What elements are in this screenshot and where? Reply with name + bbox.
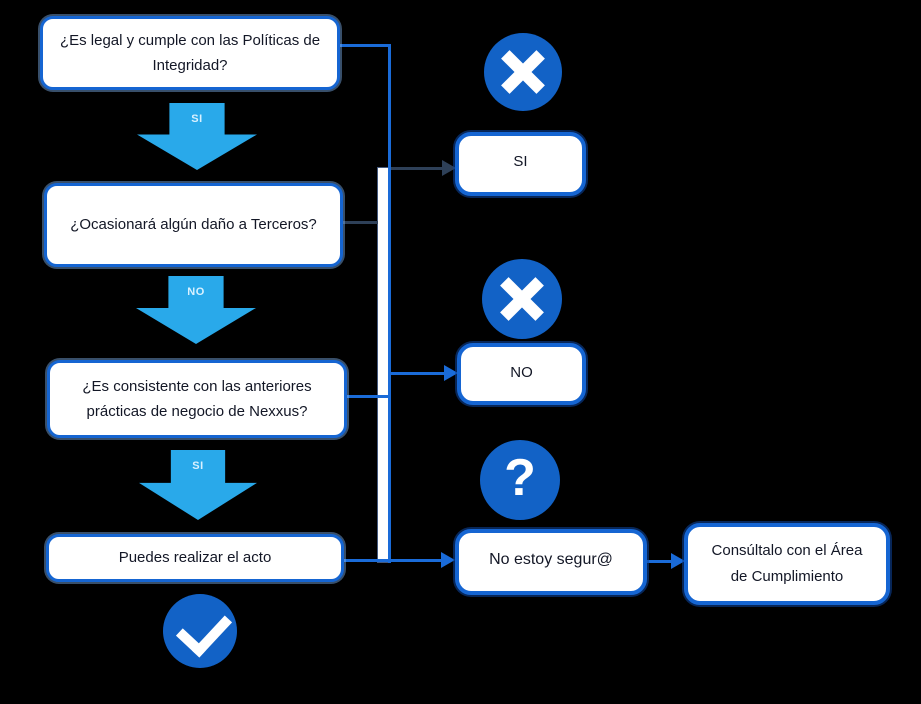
check-icon [175,600,233,658]
question-box-consistent: ¿Es consistente con las anteriores práct… [47,360,347,438]
action-box-consult-label: Consúltalo con el Área de Cumplimiento [711,541,863,585]
down-arrow-no: NO [136,276,256,344]
connector-bus-to-no [391,372,445,375]
result-box: Puedes realizar el acto [46,534,344,582]
down-arrow-si-2: SI [139,450,257,520]
connector-bus-to-si [391,167,443,170]
down-arrow-si-1-label: SI [191,113,203,125]
connector-q1-to-bus [340,44,390,47]
connector-unsure-to-action [647,560,673,563]
arrowhead-no [444,365,458,381]
connector-q3-to-bus [347,395,391,398]
down-arrow-si-1: SI [137,103,257,170]
arrowhead-si [442,160,456,176]
answer-box-unsure: No estoy segur@ [455,529,647,595]
answer-box-si-label: SI [513,153,528,170]
question-icon: ? [504,449,536,507]
question-box-consistent-label: ¿Es consistente con las anteriores práct… [82,377,312,421]
arrowhead-unsure [441,552,455,568]
reject-circle-bottom [482,259,562,339]
arrowhead-action [671,553,685,569]
connector-bus-vertical [388,44,391,563]
action-box-consult: Consúltalo con el Área de Cumplimiento [684,523,890,605]
answer-box-no: NO [457,343,586,405]
connector-result-to-unsure [343,559,443,562]
question-box-harm-label: ¿Ocasionará algún daño a Terceros? [70,216,317,234]
connector-q2-to-bus [343,221,378,224]
result-box-label: Puedes realizar el acto [118,549,272,567]
answer-box-si: SI [455,132,586,196]
question-box-legal: ¿Es legal y cumple con las Políticas de … [40,16,340,90]
question-box-legal-label: ¿Es legal y cumple con las Políticas de … [59,31,321,75]
question-box-harm: ¿Ocasionará algún daño a Terceros? [44,183,343,267]
reject-circle-top [484,33,562,111]
answer-box-no-label: NO [510,364,533,381]
question-circle: ? [480,440,560,520]
down-arrow-si-2-label: SI [192,460,204,472]
answer-box-unsure-label: No estoy segur@ [489,551,613,568]
down-arrow-no-label: NO [187,286,205,298]
approve-circle [163,594,237,668]
